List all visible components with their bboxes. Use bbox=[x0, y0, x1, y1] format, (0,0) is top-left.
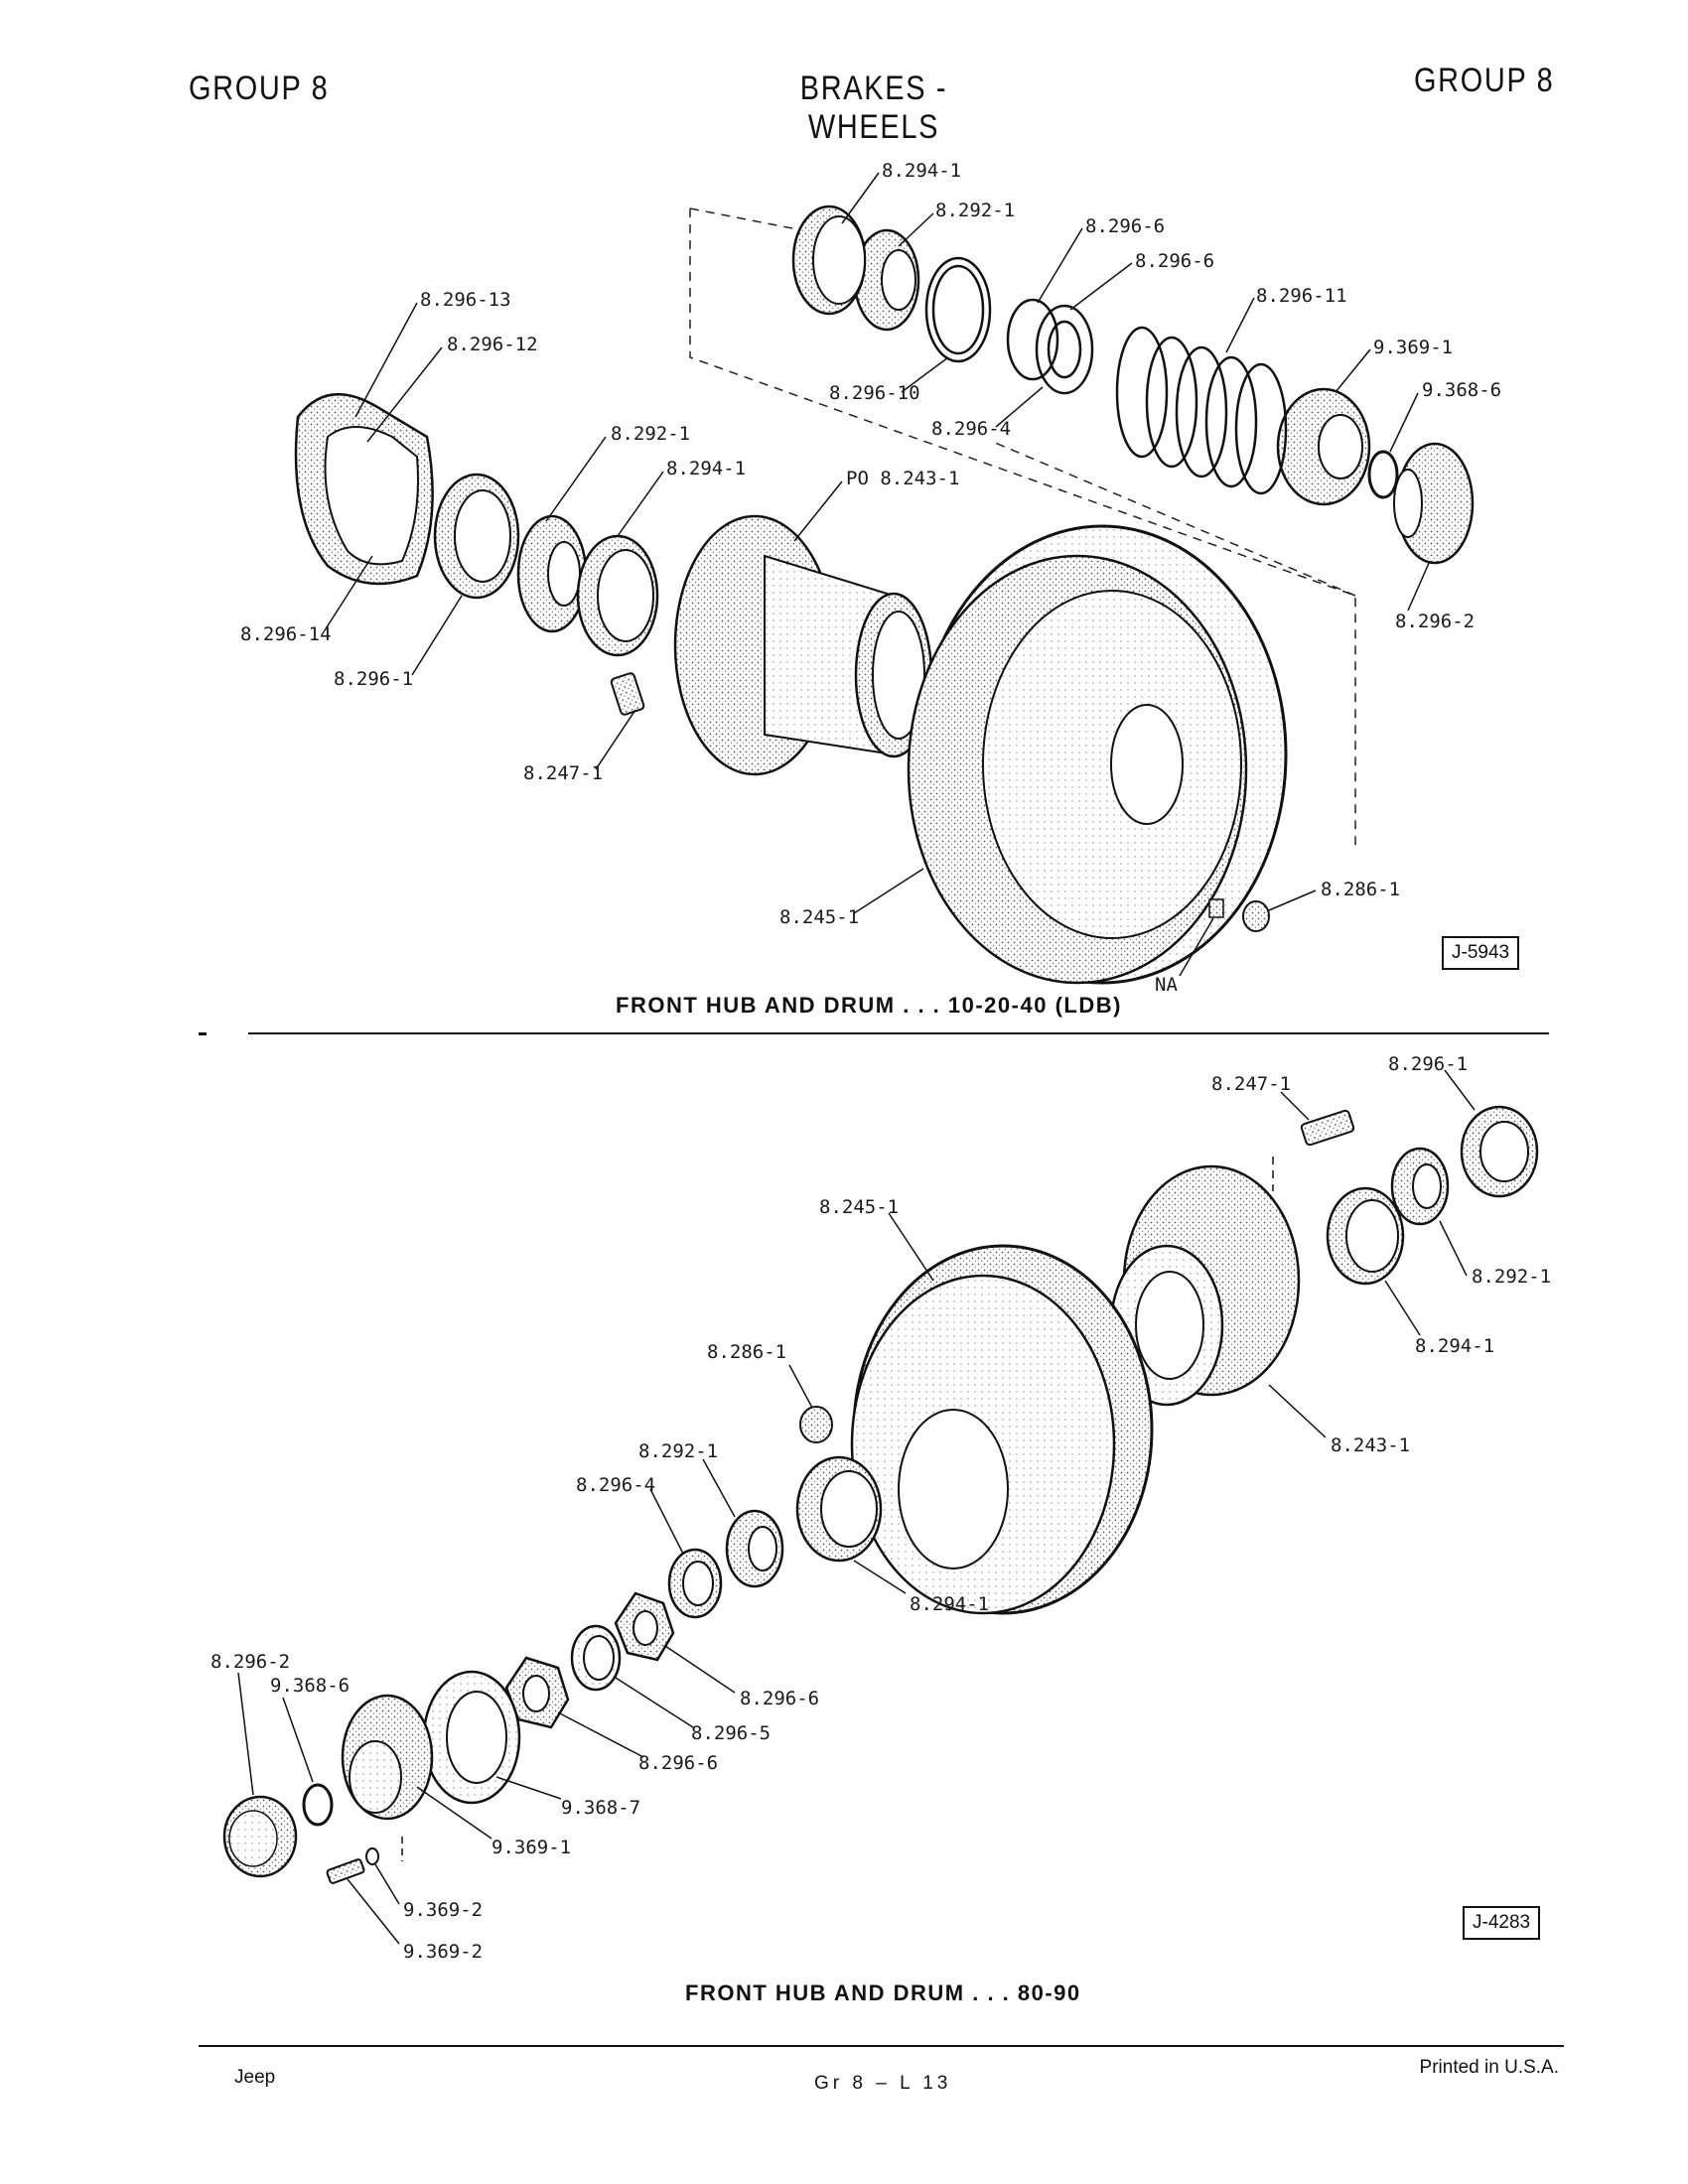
callout-label: 8.296-4 bbox=[576, 1474, 655, 1496]
callout-label: 9.369-2 bbox=[403, 1941, 483, 1963]
callout-label: 8.296-2 bbox=[211, 1651, 290, 1673]
callout-label: 8.296-11 bbox=[1256, 285, 1347, 307]
inner-bearing-cone-part bbox=[516, 514, 588, 633]
hub-part bbox=[673, 514, 933, 776]
dust-cap-part bbox=[1393, 442, 1475, 565]
callout-label: 8.296-4 bbox=[931, 418, 1011, 440]
callout-label: 8.286-1 bbox=[1321, 879, 1400, 900]
callout-label: 8.294-1 bbox=[1415, 1335, 1494, 1357]
callout-label: 8.296-6 bbox=[1085, 215, 1165, 237]
bearing-cup-part bbox=[791, 205, 867, 316]
washer-part bbox=[667, 1548, 723, 1619]
brake-drum-part bbox=[850, 1244, 1154, 1615]
seal-part bbox=[924, 256, 992, 363]
callouts-bottom: 8.247-1 8.296-1 8.245-1 8.292-1 8.294-1 … bbox=[211, 1053, 1551, 1963]
inner-seal-part bbox=[433, 473, 520, 600]
header-group-right: GROUP 8 bbox=[1413, 62, 1554, 99]
lock-washer-nut-part bbox=[1006, 298, 1094, 395]
callout-label: 8.247-1 bbox=[1211, 1073, 1291, 1095]
leader-lines-top bbox=[324, 172, 1431, 977]
callout-label: PO 8.243-1 bbox=[846, 468, 959, 489]
callout-label: 8.296-10 bbox=[829, 382, 920, 404]
callouts-top: 8.294-1 8.292-1 8.296-6 8.296-6 8.296-11… bbox=[240, 160, 1501, 996]
callout-label: 9.369-1 bbox=[492, 1837, 571, 1858]
divider-rule bbox=[248, 1032, 1549, 1034]
diagram-top-front-hub-and-drum-ldb: 8.294-1 8.292-1 8.296-6 8.296-6 8.296-11… bbox=[240, 160, 1501, 996]
callout-label: 9.368-6 bbox=[270, 1675, 350, 1697]
lock-washer-part bbox=[570, 1624, 622, 1692]
grease-seal-part bbox=[1460, 1105, 1539, 1198]
callout-label: 9.369-1 bbox=[1373, 337, 1453, 358]
callout-label: 8.296-12 bbox=[447, 334, 538, 355]
callout-label: 8.296-1 bbox=[1388, 1053, 1468, 1075]
snap-ring-part bbox=[302, 1783, 334, 1827]
callout-label: 8.292-1 bbox=[611, 423, 690, 445]
footer-brand: Jeep bbox=[234, 2067, 276, 2088]
jam-nut-part bbox=[504, 1656, 570, 1729]
callout-label: NA bbox=[1155, 974, 1178, 996]
cap-screw-part bbox=[326, 1847, 379, 1884]
leader-lines-bottom bbox=[237, 1069, 1476, 1945]
wheel-bolt-part bbox=[1272, 1109, 1355, 1191]
diagram-bottom-front-hub-and-drum-80-90: 8.247-1 8.296-1 8.245-1 8.292-1 8.294-1 … bbox=[211, 1053, 1551, 1963]
drive-flange-part bbox=[1276, 387, 1371, 506]
hub-part bbox=[1109, 1164, 1301, 1407]
divider-mark bbox=[199, 1032, 207, 1035]
callout-label: 8.245-1 bbox=[779, 906, 859, 928]
callout-label: 8.294-1 bbox=[910, 1593, 989, 1615]
wheel-nut-part bbox=[1242, 900, 1270, 932]
header-group-left: GROUP 8 bbox=[189, 69, 330, 107]
caption-bottom: FRONT HUB AND DRUM . . . 80-90 bbox=[685, 1980, 1081, 2005]
callout-label: 8.292-1 bbox=[935, 200, 1015, 221]
wheel-nut-part bbox=[799, 1406, 833, 1443]
adjusting-nut-part bbox=[614, 1591, 675, 1662]
figure-id-bottom: J-4283 bbox=[1463, 1906, 1541, 1940]
callout-label: 8.243-1 bbox=[1331, 1434, 1410, 1456]
callout-label: 8.296-14 bbox=[240, 623, 332, 645]
callout-label: 8.286-1 bbox=[707, 1341, 786, 1363]
oil-deflector-part bbox=[294, 392, 434, 586]
callout-label: 8.296-13 bbox=[420, 289, 511, 311]
dust-cap-part bbox=[222, 1795, 298, 1878]
figure-id-top: J-5943 bbox=[1442, 936, 1520, 970]
callout-label: 8.247-1 bbox=[523, 762, 603, 784]
inner-bearing-cup-part bbox=[795, 1455, 883, 1563]
callout-label: 8.294-1 bbox=[882, 160, 961, 182]
callout-label: 8.296-6 bbox=[740, 1688, 819, 1709]
callout-label: 9.368-7 bbox=[561, 1797, 640, 1819]
brake-drum-part bbox=[907, 524, 1288, 985]
callout-label: 8.296-2 bbox=[1395, 611, 1475, 632]
footer-page-number: Gr 8 – L 13 bbox=[814, 2073, 952, 2094]
callout-label: 8.292-1 bbox=[638, 1440, 718, 1462]
bearing-cup-part bbox=[1326, 1186, 1405, 1286]
drive-flange-part bbox=[341, 1694, 434, 1861]
callout-label: 8.296-1 bbox=[334, 668, 413, 690]
na-washer-part bbox=[1208, 898, 1224, 918]
spring-part bbox=[1115, 326, 1288, 495]
snap-ring-part bbox=[1367, 450, 1399, 499]
callout-label: 9.368-6 bbox=[1422, 379, 1501, 401]
header-section-title: BRAKES - WHEELS bbox=[799, 69, 948, 146]
callout-label: 9.369-2 bbox=[403, 1899, 483, 1921]
gasket-part bbox=[422, 1670, 521, 1805]
callout-label: 8.296-6 bbox=[638, 1752, 718, 1774]
caption-top: FRONT HUB AND DRUM . . . 10-20-40 (LDB) bbox=[616, 993, 1122, 1018]
callout-label: 8.294-1 bbox=[666, 458, 746, 479]
inner-bearing-cup-part bbox=[576, 534, 659, 657]
callout-label: 8.296-5 bbox=[691, 1722, 771, 1744]
inner-bearing-cone-part bbox=[725, 1509, 784, 1588]
callout-label: 8.245-1 bbox=[819, 1196, 899, 1218]
callout-label: 8.292-1 bbox=[1472, 1266, 1551, 1288]
footer-rule bbox=[199, 2045, 1564, 2047]
wheel-bolt-part bbox=[610, 672, 645, 716]
footer-printed-note: Printed in U.S.A. bbox=[1419, 2057, 1559, 2078]
callout-label: 8.296-6 bbox=[1135, 250, 1214, 272]
bearing-cone-part bbox=[1390, 1147, 1450, 1226]
